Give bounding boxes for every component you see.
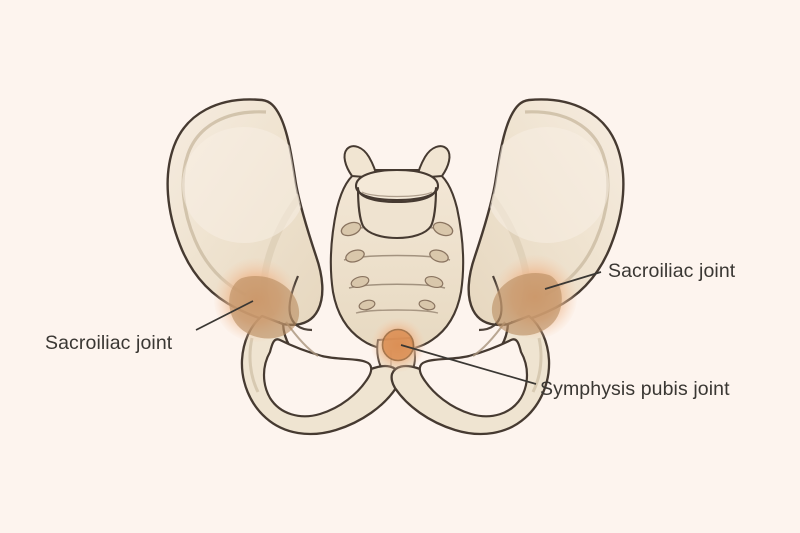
- l5-body-line: [361, 191, 433, 198]
- right-ramus-shade: [531, 337, 543, 393]
- leader-line-symphysis-pubis: [400, 344, 537, 385]
- left-ramus-shade: [248, 337, 260, 393]
- si-joint-right-highlight: [491, 255, 577, 339]
- symphysis-pubis-highlight: [371, 318, 425, 372]
- left-obturator-foramen: [262, 338, 373, 418]
- left-iliac-fossa: [182, 127, 306, 243]
- l5-vertebra-group: [343, 145, 451, 240]
- label-sacroiliac-joint-right: Sacroiliac joint: [608, 260, 736, 282]
- label-sacroiliac-joint-left: Sacroiliac joint: [45, 332, 173, 354]
- leader-line-sacroiliac-left: [195, 300, 254, 331]
- label-symphysis-pubis-joint: Symphysis pubis joint: [540, 378, 730, 400]
- sacral-foramina: [340, 221, 454, 311]
- l5-process-left: [343, 145, 378, 179]
- l5-body: [356, 186, 438, 240]
- right-obturator-foramen: [418, 338, 529, 418]
- sacral-ridge-4: [355, 309, 439, 314]
- leader-line-sacroiliac-right: [544, 271, 602, 290]
- si-joint-left-highlight: [214, 258, 300, 342]
- l5-process-right: [416, 145, 451, 179]
- l5-upper-rim: [354, 168, 440, 202]
- right-iliac-fossa: [485, 127, 609, 243]
